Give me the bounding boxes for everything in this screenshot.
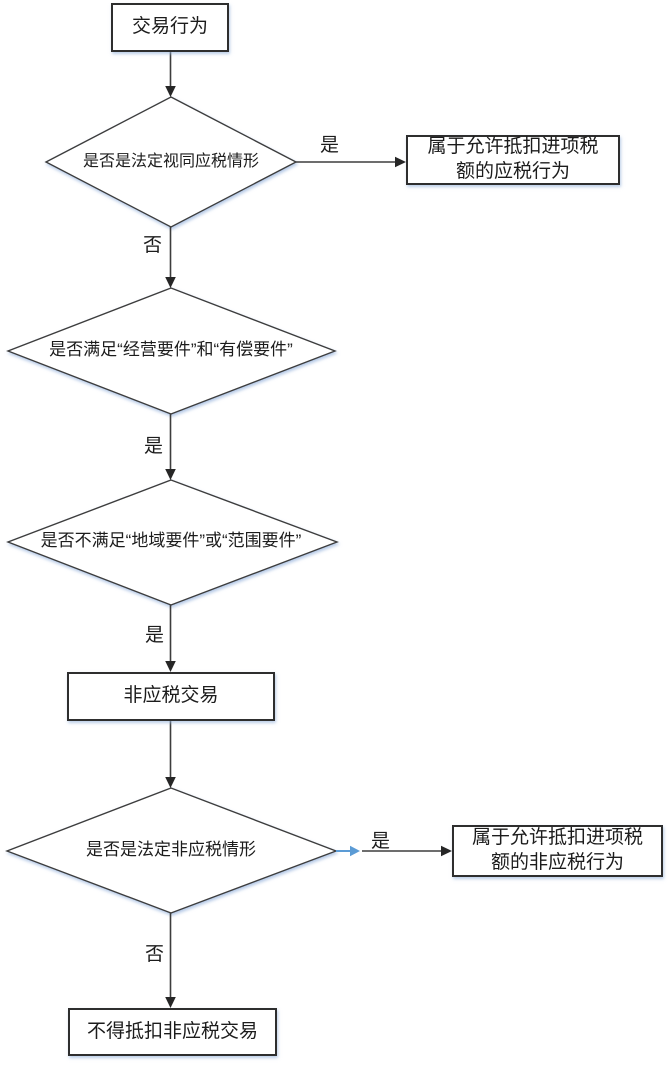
arrowhead-nontaxable-to-decision4: [165, 777, 176, 788]
node-result-non-taxable-label: 属于允许抵扣进项税额的非应税行为: [471, 827, 643, 873]
decision3-label: 是否不满足“地域要件”或“范围要件”: [40, 531, 302, 550]
arrowhead-decision1-to-resulttaxable: [395, 156, 406, 168]
decision2-label: 是否满足“经营要件”和“有偿要件”: [49, 340, 293, 359]
node-start: 交易行为: [111, 3, 229, 52]
decision1-label: 是否是法定视同应税情形: [82, 153, 259, 170]
edge-label-decision1-yes: 是: [320, 135, 340, 156]
edge-label-decision1-no: 否: [143, 235, 163, 256]
arrowhead-decision1-to-decision2: [165, 277, 176, 288]
arrowhead-decision2-to-decision3: [165, 469, 176, 480]
highlight-arrowhead: [350, 845, 360, 857]
node-no-deduction-label: 不得抵扣非应税交易: [86, 1020, 258, 1042]
node-non-taxable: 非应税交易: [67, 672, 275, 721]
edge-label-decision4-no: 否: [145, 944, 165, 965]
arrowhead-decision4-to-resultnontaxable: [441, 845, 452, 857]
arrowhead-decision4-to-nodeduction: [165, 997, 176, 1008]
node-result-taxable: 属于允许抵扣进项税额的应税行为: [406, 135, 620, 185]
node-no-deduction: 不得抵扣非应税交易: [68, 1008, 277, 1056]
arrowhead-decision3-to-nontaxable: [165, 661, 176, 672]
arrowhead-start-to-decision1: [165, 86, 176, 97]
edge-label-decision2-yes: 是: [144, 436, 164, 457]
node-start-label: 交易行为: [131, 16, 208, 38]
node-result-taxable-label: 属于允许抵扣进项税额的应税行为: [427, 136, 599, 182]
node-result-non-taxable: 属于允许抵扣进项税额的非应税行为: [452, 825, 663, 877]
node-non-taxable-label: 非应税交易: [123, 685, 219, 707]
edge-label-decision3-yes: 是: [145, 625, 165, 646]
decision4-label: 是否是法定非应税情形: [86, 840, 256, 859]
edge-label-decision4-yes: 是: [371, 831, 391, 852]
